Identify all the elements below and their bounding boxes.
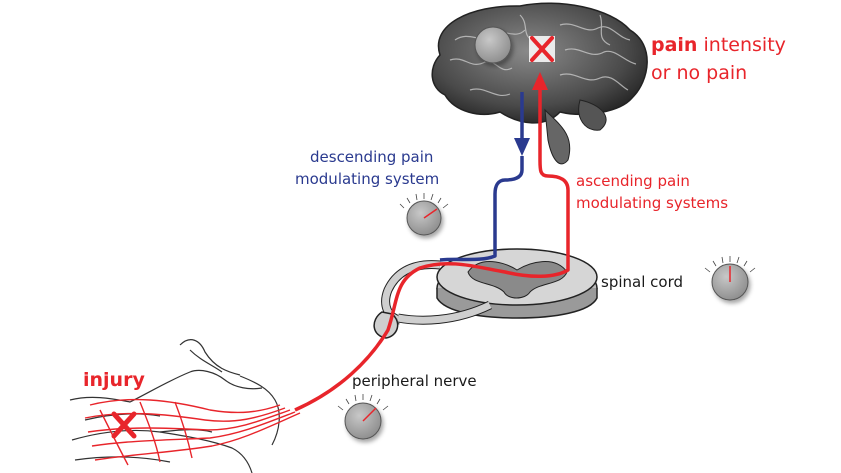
spinal-cord-illustration: [373, 248, 598, 339]
spinal-cord-label: spinal cord: [601, 273, 683, 291]
injury-label: injury: [83, 369, 145, 391]
no-pain-label: or no pain: [651, 62, 748, 84]
descending-arrow-icon: [514, 138, 530, 156]
pain-bold-word: pain: [651, 34, 698, 56]
peripheral-nerve-label: peripheral nerve: [352, 372, 477, 390]
brain-block-x-mark-icon: [529, 36, 555, 62]
injury-x-mark-icon: [111, 411, 137, 439]
pain-intensity-word: intensity: [697, 34, 786, 56]
pain-intensity-label: pain intensity: [651, 34, 786, 56]
peripheral-knob-volume-knob-icon: [337, 394, 389, 440]
ascending-pathway-line: [294, 85, 570, 412]
descending-knob-volume-knob-icon: [399, 193, 449, 236]
ascending-arrow-icon: [532, 72, 548, 90]
brain-knob-volume-knob-icon: [474, 26, 512, 64]
descending-label-line1: descending pain: [310, 148, 434, 166]
hand-illustration: [69, 339, 280, 473]
ascending-label-line2: modulating systems: [576, 194, 729, 212]
ascending-label-line1: ascending pain: [576, 172, 690, 190]
descending-label-line2: modulating system: [295, 170, 440, 188]
descending-pathway-spinal: [439, 156, 524, 262]
spinal-knob-volume-knob-icon: [704, 256, 756, 301]
